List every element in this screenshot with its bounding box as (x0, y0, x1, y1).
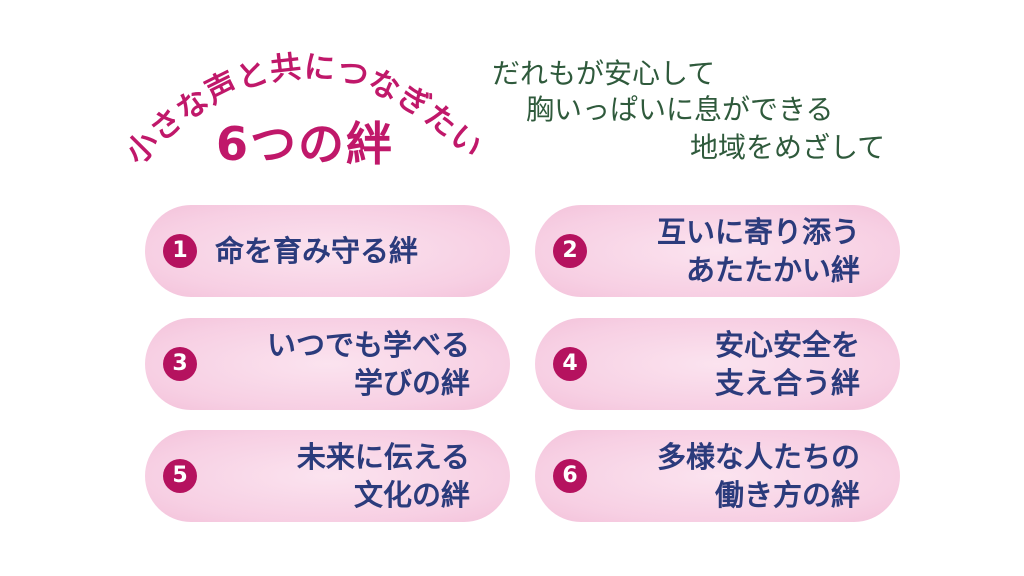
subtitle-line-1: だれもが安心して (492, 57, 716, 90)
number-badge: 3 (163, 347, 197, 381)
bond-card-3: 3 いつでも学べる学びの絆 (145, 318, 510, 410)
subtitle-line-3: 地域をめざして (690, 131, 886, 164)
bond-card-4: 4 安心安全を支え合う絆 (535, 318, 900, 410)
number-badge: 5 (163, 459, 197, 493)
bond-label: 命を育み守る絆 (215, 234, 419, 268)
bond-label-line-1: 未来に伝える (296, 440, 470, 474)
bond-label-line-1: 安心安全を (714, 328, 860, 362)
number-badge: 4 (553, 347, 587, 381)
main-title: 6つの絆 (215, 117, 394, 171)
number-badge: 2 (553, 234, 587, 268)
bond-card-1: 1 命を育み守る絆 (145, 205, 510, 297)
subtitle-line-2: 胸いっぱいに息ができる (526, 93, 834, 126)
bond-label-line-1: 多様な人たちの (656, 440, 860, 474)
number-badge: 6 (553, 459, 587, 493)
bond-label-line-1: 互いに寄り添う (656, 215, 860, 249)
bond-card-6: 6 多様な人たちの働き方の絆 (535, 430, 900, 522)
bond-label-line-1: いつでも学べる (266, 328, 470, 362)
bond-label-line-2: あたたかい絆 (685, 253, 860, 287)
bond-label-line-2: 支え合う絆 (714, 366, 860, 400)
bond-label-line-2: 文化の絆 (353, 478, 470, 512)
bond-card-5: 5 未来に伝える文化の絆 (145, 430, 510, 522)
bond-card-2: 2 互いに寄り添うあたたかい絆 (535, 205, 900, 297)
bond-label-line-2: 働き方の絆 (714, 478, 860, 512)
bond-label-line-2: 学びの絆 (353, 366, 470, 400)
number-badge: 1 (163, 234, 197, 268)
